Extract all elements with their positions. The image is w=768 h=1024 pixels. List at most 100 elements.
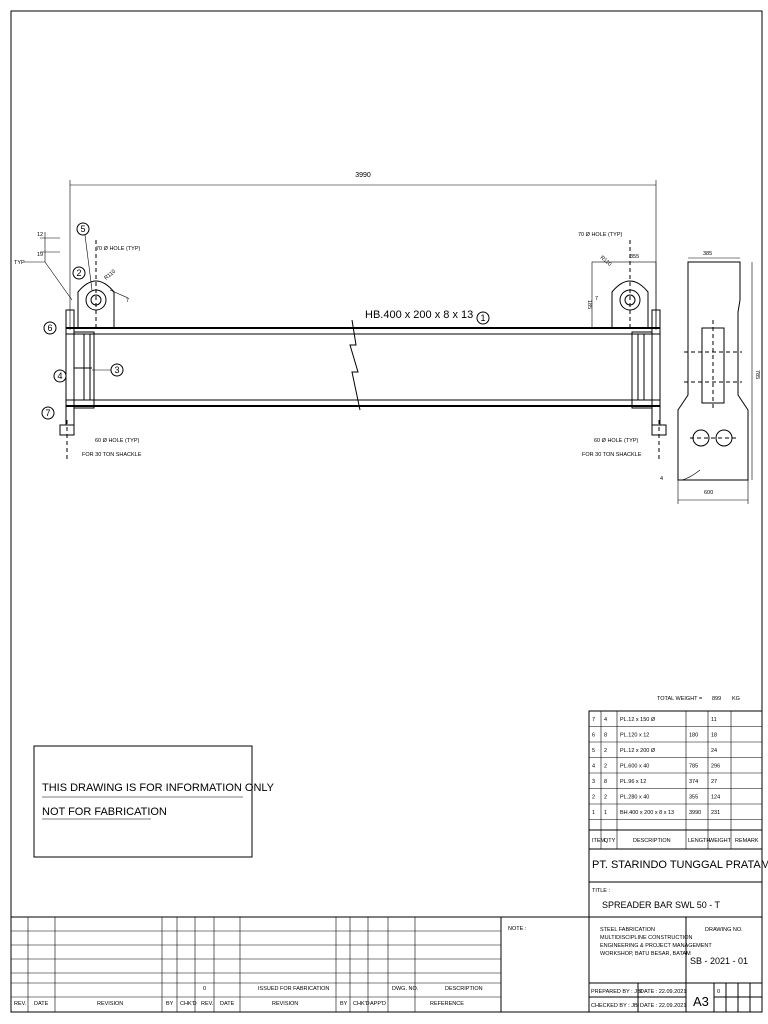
balloon-4: 4: [57, 371, 62, 381]
balloon-3: 3: [114, 365, 119, 375]
bom-cell-length: 3990: [689, 810, 701, 816]
member-item-number: 1: [480, 313, 485, 323]
note-line-1: THIS DRAWING IS FOR INFORMATION ONLY: [42, 782, 275, 794]
bom-cell-weight: 231: [711, 810, 720, 816]
reference-label: REFERENCE: [430, 1001, 464, 1007]
rev-mid-header-appd: APP'D: [370, 1001, 386, 1007]
bom-cell-item: 1: [592, 810, 595, 816]
bom-cell-qty: 4: [604, 717, 607, 723]
checked-date: DATE : 22.09.2021: [640, 1003, 686, 1009]
rev-mid-header-revision: REVISION: [272, 1001, 298, 1007]
dim-12: 12: [37, 232, 43, 238]
bom-header-row: ITEM QTY DESCRIPTION LENGTH WEIGHT REMAR…: [589, 829, 762, 844]
ref-header-dwg-no: DWG. NO.: [392, 986, 419, 992]
title-label: TITLE :: [592, 888, 611, 894]
bom-cell-item: 3: [592, 779, 595, 785]
rev-mid-header-chkd: CHK'D: [353, 1001, 370, 1007]
right-lifting-lug: [611, 280, 649, 328]
left-end-detail: 12 19 TYP 70 Ø HOLE (TYP) R110 7 60 Ø HO…: [14, 222, 142, 460]
right-end-detail: 70 Ø HOLE (TYP) R110 355 185 7 60 Ø HOLE…: [578, 232, 667, 460]
bom-cell-item: 5: [592, 748, 595, 754]
left-weld-7: 7: [126, 298, 129, 304]
title-block: PT. STARINDO TUNGGAL PRATAMA TITLE : SPR…: [588, 848, 768, 1013]
bom-cell-qty: 2: [604, 748, 607, 754]
total-weight-unit: KG: [732, 696, 740, 702]
bom-header-description: DESCRIPTION: [633, 838, 671, 844]
rev-left-header-chkd: CHK'D: [180, 1001, 197, 1007]
note-label: NOTE :: [508, 926, 527, 932]
information-note-box: THIS DRAWING IS FOR INFORMATION ONLY NOT…: [33, 745, 275, 858]
bom-cell-weight: 18: [711, 733, 717, 739]
rev-0-description: ISSUED FOR FABRICATION: [258, 986, 329, 992]
service-line-2: MULTIDISCIPLINE CONSTRUCTION: [600, 935, 693, 941]
bom-cell-qty: 8: [604, 733, 607, 739]
bom-cell-weight: 24: [711, 748, 717, 754]
bom-cell-desc: PL.12 x 150 Ø: [620, 717, 656, 723]
bom-header-item: ITEM: [592, 838, 606, 844]
rev-0: 0: [203, 986, 206, 992]
right-hole-note: 70 Ø HOLE (TYP): [578, 232, 622, 238]
bom-cell-weight: 11: [711, 717, 717, 723]
bom-cell-desc: PL.120 x 12: [620, 733, 649, 739]
company-name: PT. STARINDO TUNGGAL PRATAMA: [592, 859, 768, 871]
bom-cell-weight: 27: [711, 779, 717, 785]
overall-length-label: 3990: [355, 172, 371, 179]
sheet-size: A3: [693, 994, 709, 1009]
end-height: 785: [754, 370, 760, 379]
rev-left-header-by: BY: [166, 1001, 174, 1007]
bom-cell-length: 180: [689, 733, 698, 739]
bom-cell-qty: 8: [604, 779, 607, 785]
bom-cell-item: 6: [592, 733, 595, 739]
dim-19: 19: [37, 252, 43, 258]
service-line-3: ENGINEERING & PROJECT MANAGEMENT: [600, 943, 712, 949]
balloon-5: 5: [80, 224, 85, 234]
bom-cell-item: 4: [592, 764, 595, 770]
bom-header-qty: QTY: [604, 838, 616, 844]
revision-number: 0: [717, 989, 720, 995]
bom-cell-desc: PL.12 x 200 Ø: [620, 748, 656, 754]
dim-355: 355: [630, 254, 639, 260]
rev-left-header-date: DATE: [34, 1001, 49, 1007]
end-weld-4: 4: [660, 476, 663, 482]
bom-cell-weight: 124: [711, 795, 720, 801]
balloon-7: 7: [45, 408, 50, 418]
service-line-4: WORKSHOP, BATU BESAR, BATAM: [600, 951, 691, 957]
balloon-2: 2: [76, 268, 81, 278]
bom-cell-desc: PL.600 x 40: [620, 764, 649, 770]
left-hole-note: 70 Ø HOLE (TYP): [96, 246, 140, 252]
rev-left-header-revision: REVISION: [97, 1001, 123, 1007]
prepared-by: PREPARED BY : JBI: [591, 989, 643, 995]
bom-header-weight: WEIGHT: [709, 838, 732, 844]
rev-mid-header-by: BY: [340, 1001, 348, 1007]
right-bottom-hole: 60 Ø HOLE (TYP): [594, 438, 638, 444]
typ-label: TYP: [14, 260, 25, 266]
ref-header-description: DESCRIPTION: [445, 986, 483, 992]
bom-cell-desc: PL.280 x 40: [620, 795, 649, 801]
bom-cell-qty: 2: [604, 764, 607, 770]
bom-cell-qty: 1: [604, 810, 607, 816]
bom-cell-length: 355: [689, 795, 698, 801]
right-weld-7: 7: [595, 296, 598, 302]
bom-cell-desc: BH.400 x 200 x 8 x 13: [620, 810, 674, 816]
left-bottom-hole: 60 Ø HOLE (TYP): [95, 438, 139, 444]
rev-mid-header-rev: REV.: [201, 1001, 214, 1007]
total-weight-label: TOTAL WEIGHT =: [657, 696, 702, 702]
bom-header-length: LENGTH: [688, 838, 710, 844]
service-line-1: STEEL FABRICATION: [600, 927, 655, 933]
left-shackle-note: FOR 30 TON SHACKLE: [82, 452, 142, 458]
break-line: [349, 319, 361, 411]
bom-cell-desc: PL.96 x 12: [620, 779, 646, 785]
rev-left-header-rev: REV.: [14, 1001, 27, 1007]
drawing-title: SPREADER BAR SWL 50 - T: [602, 900, 721, 910]
drawing-number: SB - 2021 - 01: [690, 956, 748, 966]
member-label: HB.400 x 200 x 8 x 13: [365, 309, 473, 321]
end-view: 385 785 600 4: [660, 251, 760, 504]
right-radius: R110: [599, 255, 613, 268]
end-width-bottom: 600: [704, 490, 713, 496]
dim-185: 185: [586, 300, 592, 309]
balloon-6: 6: [47, 323, 52, 333]
note-line-2: NOT FOR FABRICATION: [42, 806, 167, 818]
bom-cell-weight: 296: [711, 764, 720, 770]
